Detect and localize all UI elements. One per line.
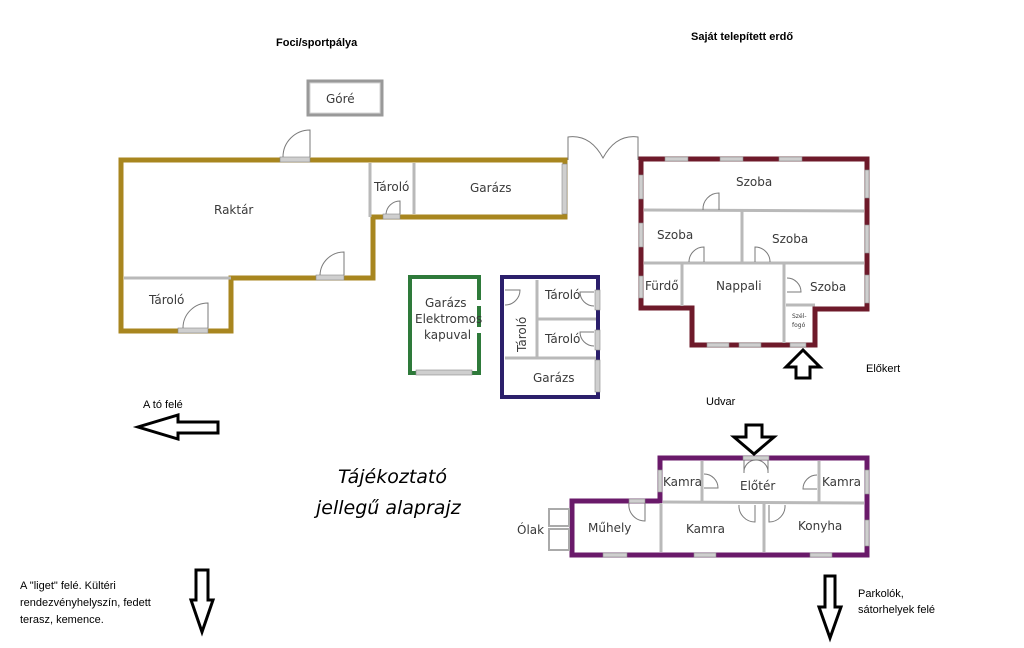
arrow-down-icon: [188, 568, 216, 637]
door-icon: [786, 277, 802, 293]
room-kamra-bottom: Kamra: [686, 522, 725, 536]
green-garage-label-1: Garázs: [425, 296, 467, 310]
title-line2: jellegű alaprajz: [313, 497, 462, 519]
door-icon: [738, 504, 756, 523]
pens: Ólak: [517, 508, 570, 551]
label-forest: Saját telepített erdő: [691, 31, 793, 43]
gore-outline: [306, 79, 384, 117]
door-icon: [628, 502, 646, 522]
door-icon: [385, 200, 401, 215]
room-szoba-right: Szoba: [772, 232, 808, 246]
room-tarolo-top: Tároló: [544, 288, 580, 302]
room-szelfogo-1: Szél-: [792, 313, 806, 320]
green-garage-outline: [408, 275, 481, 375]
room-eloter: Előtér: [740, 479, 775, 493]
door-icon: [579, 291, 595, 307]
gore-label: Góré: [326, 92, 355, 106]
green-garage-label-3: kapuval: [424, 328, 471, 342]
building-main-house: Szoba Szoba Szoba Fürdő Nappali Szoba Sz…: [638, 156, 870, 348]
room-szoba-top: Szoba: [736, 175, 772, 189]
door-icon: [282, 129, 311, 158]
room-raktar: Raktár: [214, 203, 253, 217]
door-icon: [702, 192, 720, 211]
building-blue: Tároló Tároló Tároló Garázs: [500, 275, 601, 399]
title-line1: Tájékoztató: [338, 466, 447, 488]
label-to-lake: A tó felé: [143, 399, 183, 411]
door-icon: [768, 504, 786, 523]
room-tarolo-bottom: Tároló: [148, 293, 184, 307]
main-house-outline: [638, 156, 870, 348]
building-gore: Góré: [306, 79, 384, 117]
door-icon: [182, 302, 209, 329]
label-to-parking-line1: Parkolók,: [858, 588, 904, 600]
room-nappali: Nappali: [716, 279, 762, 293]
room-szelfogo-2: fogó: [792, 322, 806, 329]
room-garazs-blue: Garázs: [533, 371, 575, 385]
room-muhely: Műhely: [588, 521, 631, 535]
label-to-parking-line2: sátorhelyek felé: [858, 604, 935, 616]
gate-icon: [567, 136, 639, 160]
room-szoba-left: Szoba: [657, 228, 693, 242]
room-kamra-left: Kamra: [663, 475, 702, 489]
door-icon: [688, 246, 705, 263]
building-storage: Raktár Tároló Garázs Tároló: [118, 129, 568, 334]
room-tarolo-mid: Tároló: [544, 332, 580, 346]
arrow-up-icon: [782, 347, 824, 380]
label-to-grove-line2: rendezvényhelyszín, fedett: [20, 597, 151, 609]
room-garazs: Garázs: [470, 181, 512, 195]
door-icon: [755, 459, 769, 474]
arrow-down-icon: [729, 423, 779, 456]
label-pens: Ólak: [517, 522, 544, 537]
door-icon: [802, 474, 818, 490]
door-icon: [319, 251, 345, 276]
label-to-grove-line1: A "liget" felé. Kültéri: [20, 580, 116, 592]
label-front-garden: Előkert: [866, 363, 900, 375]
room-kamra-right: Kamra: [822, 475, 861, 489]
building-kitchen: Kamra Előtér Kamra Műhely Kamra Konyha: [569, 455, 870, 558]
green-garage-label-2: Elektromos: [415, 312, 482, 326]
door-icon: [579, 331, 595, 347]
room-tarolo-small: Tároló: [373, 180, 409, 194]
room-furdo: Fürdő: [645, 279, 679, 293]
label-to-grove-line3: terasz, kemence.: [20, 614, 104, 626]
arrow-down-icon: [816, 574, 844, 643]
room-szoba-small: Szoba: [810, 280, 846, 294]
building-green-garage: Garázs Elektromos kapuval: [408, 275, 482, 376]
door-icon: [703, 473, 719, 489]
door-icon: [743, 459, 757, 474]
blue-building-outline: [500, 275, 600, 399]
label-yard: Udvar: [706, 396, 736, 408]
room-tarolo-vertical: Tároló: [515, 317, 529, 353]
room-konyha: Konyha: [798, 519, 842, 533]
door-icon: [754, 246, 771, 263]
kitchen-outline: [569, 455, 870, 558]
door-icon: [504, 289, 521, 306]
arrow-left-icon: [132, 412, 220, 442]
label-sports-field: Foci/sportpálya: [276, 37, 358, 49]
